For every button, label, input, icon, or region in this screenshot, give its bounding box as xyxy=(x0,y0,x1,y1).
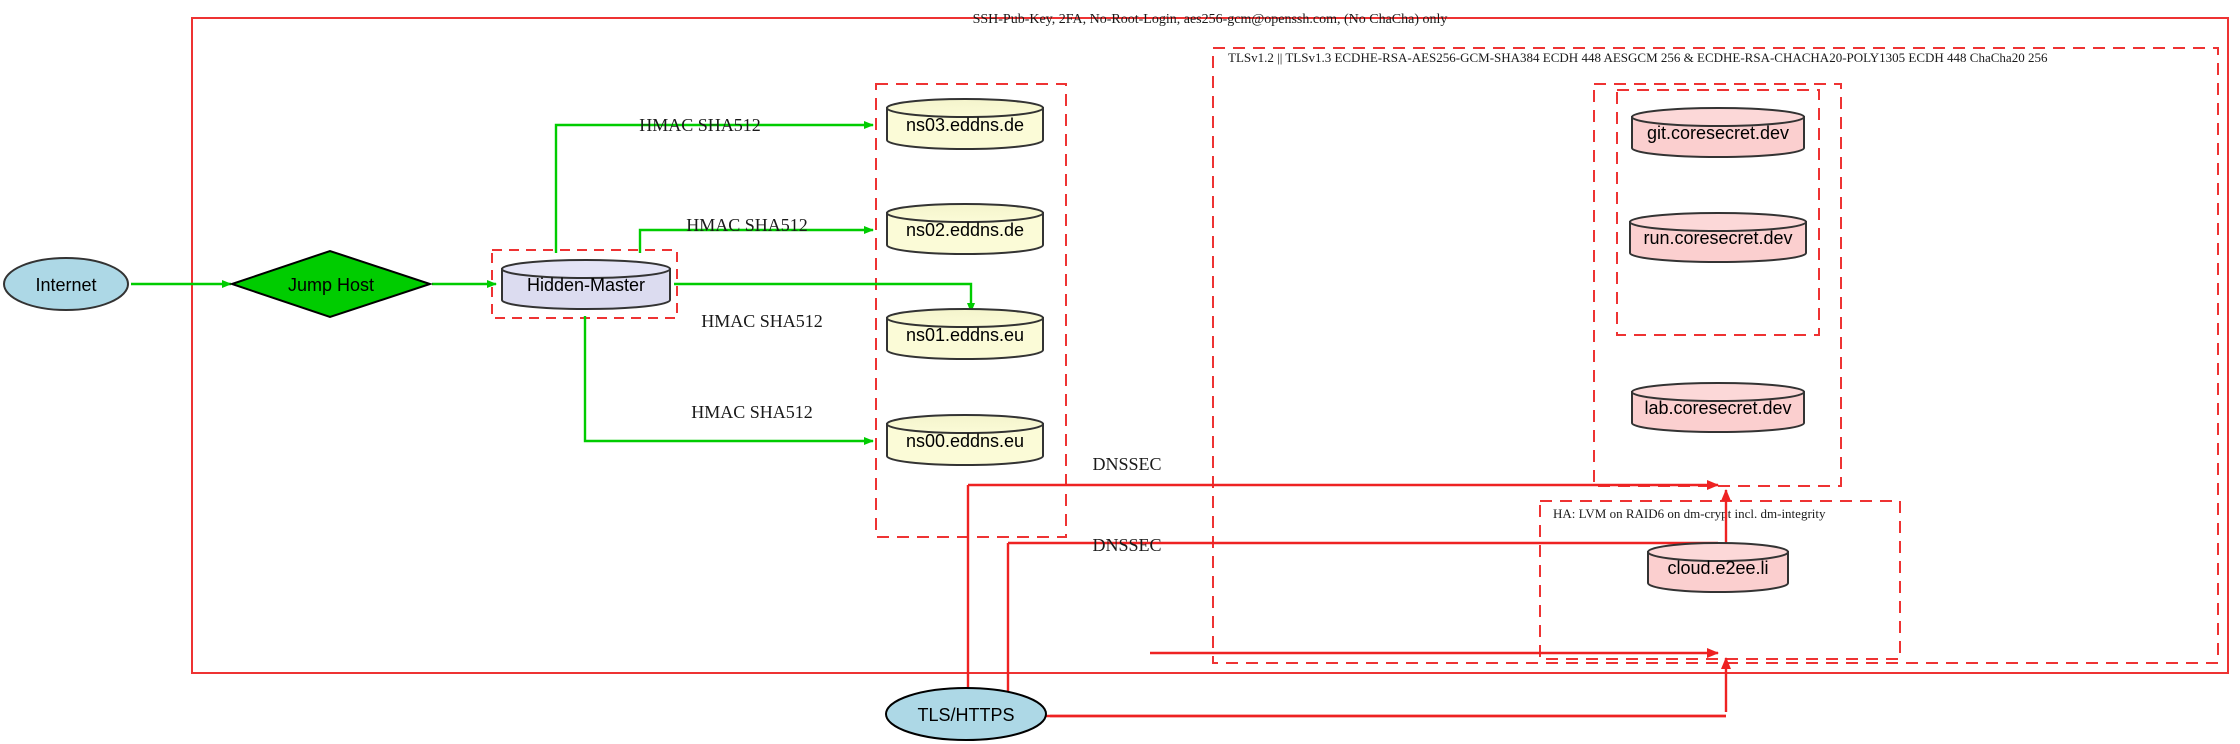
node-jump-host[interactable]: Jump Host xyxy=(228,249,434,319)
node-git-coresecret[interactable]: git.coresecret.dev xyxy=(1631,107,1805,158)
edge-master-to-ns01 xyxy=(674,282,975,313)
node-ns01-body xyxy=(886,317,1044,360)
node-cloud-e2ee[interactable]: cloud.e2ee.li xyxy=(1647,542,1789,593)
node-jump-host-shape xyxy=(228,249,434,319)
edge-master-to-ns02 xyxy=(638,226,874,253)
node-internet[interactable]: Internet xyxy=(3,257,129,311)
boundary-ha-zone-label: HA: LVM on RAID6 on dm-crypt incl. dm-in… xyxy=(1553,506,1826,521)
edge-master-to-ns03 xyxy=(554,121,874,253)
node-cloud-top xyxy=(1647,542,1789,562)
node-hidden-master-body xyxy=(501,268,671,310)
node-jump-host-label: Jump Host xyxy=(288,275,374,295)
edge-label-dnssec-upper: DNSSEC xyxy=(1092,454,1161,474)
node-cloud-label: cloud.e2ee.li xyxy=(1667,558,1768,578)
node-internet-label: Internet xyxy=(35,275,96,295)
edge-master-to-ns00 xyxy=(583,316,874,445)
node-run-label: run.coresecret.dev xyxy=(1643,228,1792,248)
node-ns00-body xyxy=(886,423,1044,466)
node-ns01[interactable]: ns01.eddns.eu xyxy=(886,308,1044,360)
node-tls-https-shape xyxy=(885,687,1047,741)
node-ns01-label: ns01.eddns.eu xyxy=(906,325,1024,345)
node-internet-shape xyxy=(3,257,129,311)
node-ns03-label: ns03.eddns.de xyxy=(906,115,1024,135)
node-tls-https-label: TLS/HTTPS xyxy=(917,705,1014,725)
node-hidden-master[interactable]: Hidden-Master xyxy=(501,259,671,310)
node-ns02-body xyxy=(886,212,1044,255)
boundary-coresecret-inner-zone xyxy=(1616,89,1820,336)
edge-label-hmac-ns00: HMAC SHA512 xyxy=(691,402,813,422)
node-lab-top xyxy=(1631,382,1805,402)
node-run-body xyxy=(1629,221,1807,263)
node-ns00-top xyxy=(886,414,1044,434)
boundary-tls-zone xyxy=(1212,47,2219,664)
node-lab-coresecret[interactable]: lab.coresecret.dev xyxy=(1631,382,1805,433)
node-run-coresecret[interactable]: run.coresecret.dev xyxy=(1629,212,1807,263)
node-ns00-label: ns00.eddns.eu xyxy=(906,431,1024,451)
node-git-body xyxy=(1631,116,1805,158)
node-git-top xyxy=(1631,107,1805,127)
boundary-ssh-zone-label: SSH-Pub-Key, 2FA, No-Root-Login, aes256-… xyxy=(973,12,1448,27)
node-hidden-master-label: Hidden-Master xyxy=(527,275,645,295)
node-ns02-top xyxy=(886,203,1044,223)
node-ns03-top xyxy=(886,98,1044,118)
node-ns02-label: ns02.eddns.de xyxy=(906,220,1024,240)
node-lab-body xyxy=(1631,391,1805,433)
edge-label-dnssec-lower: DNSSEC xyxy=(1092,535,1161,555)
node-ns03[interactable]: ns03.eddns.de xyxy=(886,98,1044,150)
node-ns03-body xyxy=(886,107,1044,150)
node-run-top xyxy=(1629,212,1807,232)
node-cloud-body xyxy=(1647,551,1789,593)
boundary-coresecret-zone xyxy=(1593,83,1842,487)
node-tls-https[interactable]: TLS/HTTPS xyxy=(885,687,1047,741)
node-ns01-top xyxy=(886,308,1044,328)
edge-label-hmac-ns02: HMAC SHA512 xyxy=(686,215,808,235)
edge-label-hmac-ns01: HMAC SHA512 xyxy=(701,311,823,331)
boundary-ha-zone xyxy=(1539,500,1901,660)
edge-label-hmac-ns03: HMAC SHA512 xyxy=(639,115,761,135)
node-git-label: git.coresecret.dev xyxy=(1647,123,1789,143)
node-ns02[interactable]: ns02.eddns.de xyxy=(886,203,1044,255)
boundary-tls-zone-label: TLSv1.2 || TLSv1.3 ECDHE-RSA-AES256-GCM-… xyxy=(1228,50,2048,65)
node-hidden-master-top xyxy=(501,259,671,279)
boundary-ssh-zone xyxy=(191,17,2229,674)
node-lab-label: lab.coresecret.dev xyxy=(1644,398,1791,418)
node-ns00[interactable]: ns00.eddns.eu xyxy=(886,414,1044,466)
